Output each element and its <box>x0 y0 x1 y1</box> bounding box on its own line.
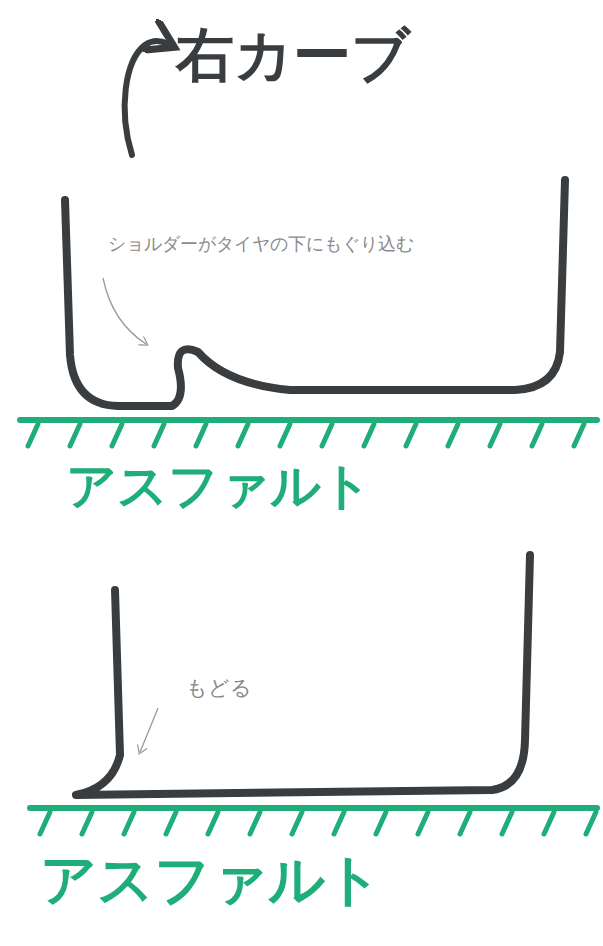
hatch-stroke <box>70 424 80 446</box>
hatch-stroke <box>532 424 542 446</box>
hatch-stroke <box>418 812 428 834</box>
hatch-stroke <box>82 812 92 834</box>
hatch-stroke <box>376 812 386 834</box>
hatch-stroke <box>460 812 470 834</box>
hatch-stroke <box>250 812 260 834</box>
direction-label: 右カーブ <box>176 22 410 89</box>
hatch-stroke <box>28 424 38 446</box>
hatch-stroke <box>208 812 218 834</box>
hatch-stroke <box>490 424 500 446</box>
curve-arrow <box>125 41 168 155</box>
hatch-stroke <box>154 424 164 446</box>
surface-label: アスファルト <box>40 848 382 912</box>
hatch-stroke <box>124 812 134 834</box>
hatch-stroke <box>406 424 416 446</box>
tire-outline <box>76 555 530 795</box>
hatch-stroke <box>574 424 584 446</box>
ground-line <box>20 417 597 423</box>
ground-hatch <box>40 812 596 834</box>
hatch-stroke <box>292 812 302 834</box>
hatch-stroke <box>40 812 50 834</box>
hatch-stroke <box>544 812 554 834</box>
leader-arrow <box>103 278 146 344</box>
surface-label: アスファルト <box>66 458 372 516</box>
leader-arrow <box>140 708 158 752</box>
hatch-stroke <box>502 812 512 834</box>
hatch-stroke <box>448 424 458 446</box>
hatch-stroke <box>586 812 596 834</box>
hatch-stroke <box>196 424 206 446</box>
ground-hatch <box>28 424 584 446</box>
hatch-stroke <box>112 424 122 446</box>
hatch-stroke <box>334 812 344 834</box>
hatch-stroke <box>322 424 332 446</box>
note-text: ショルダーがタイヤの下にもぐり込む <box>108 234 414 255</box>
tire-outline <box>65 180 565 406</box>
hatch-stroke <box>166 812 176 834</box>
note-text: もどる <box>186 676 252 700</box>
hatch-stroke <box>238 424 248 446</box>
hatch-stroke <box>280 424 290 446</box>
hatch-stroke <box>364 424 374 446</box>
